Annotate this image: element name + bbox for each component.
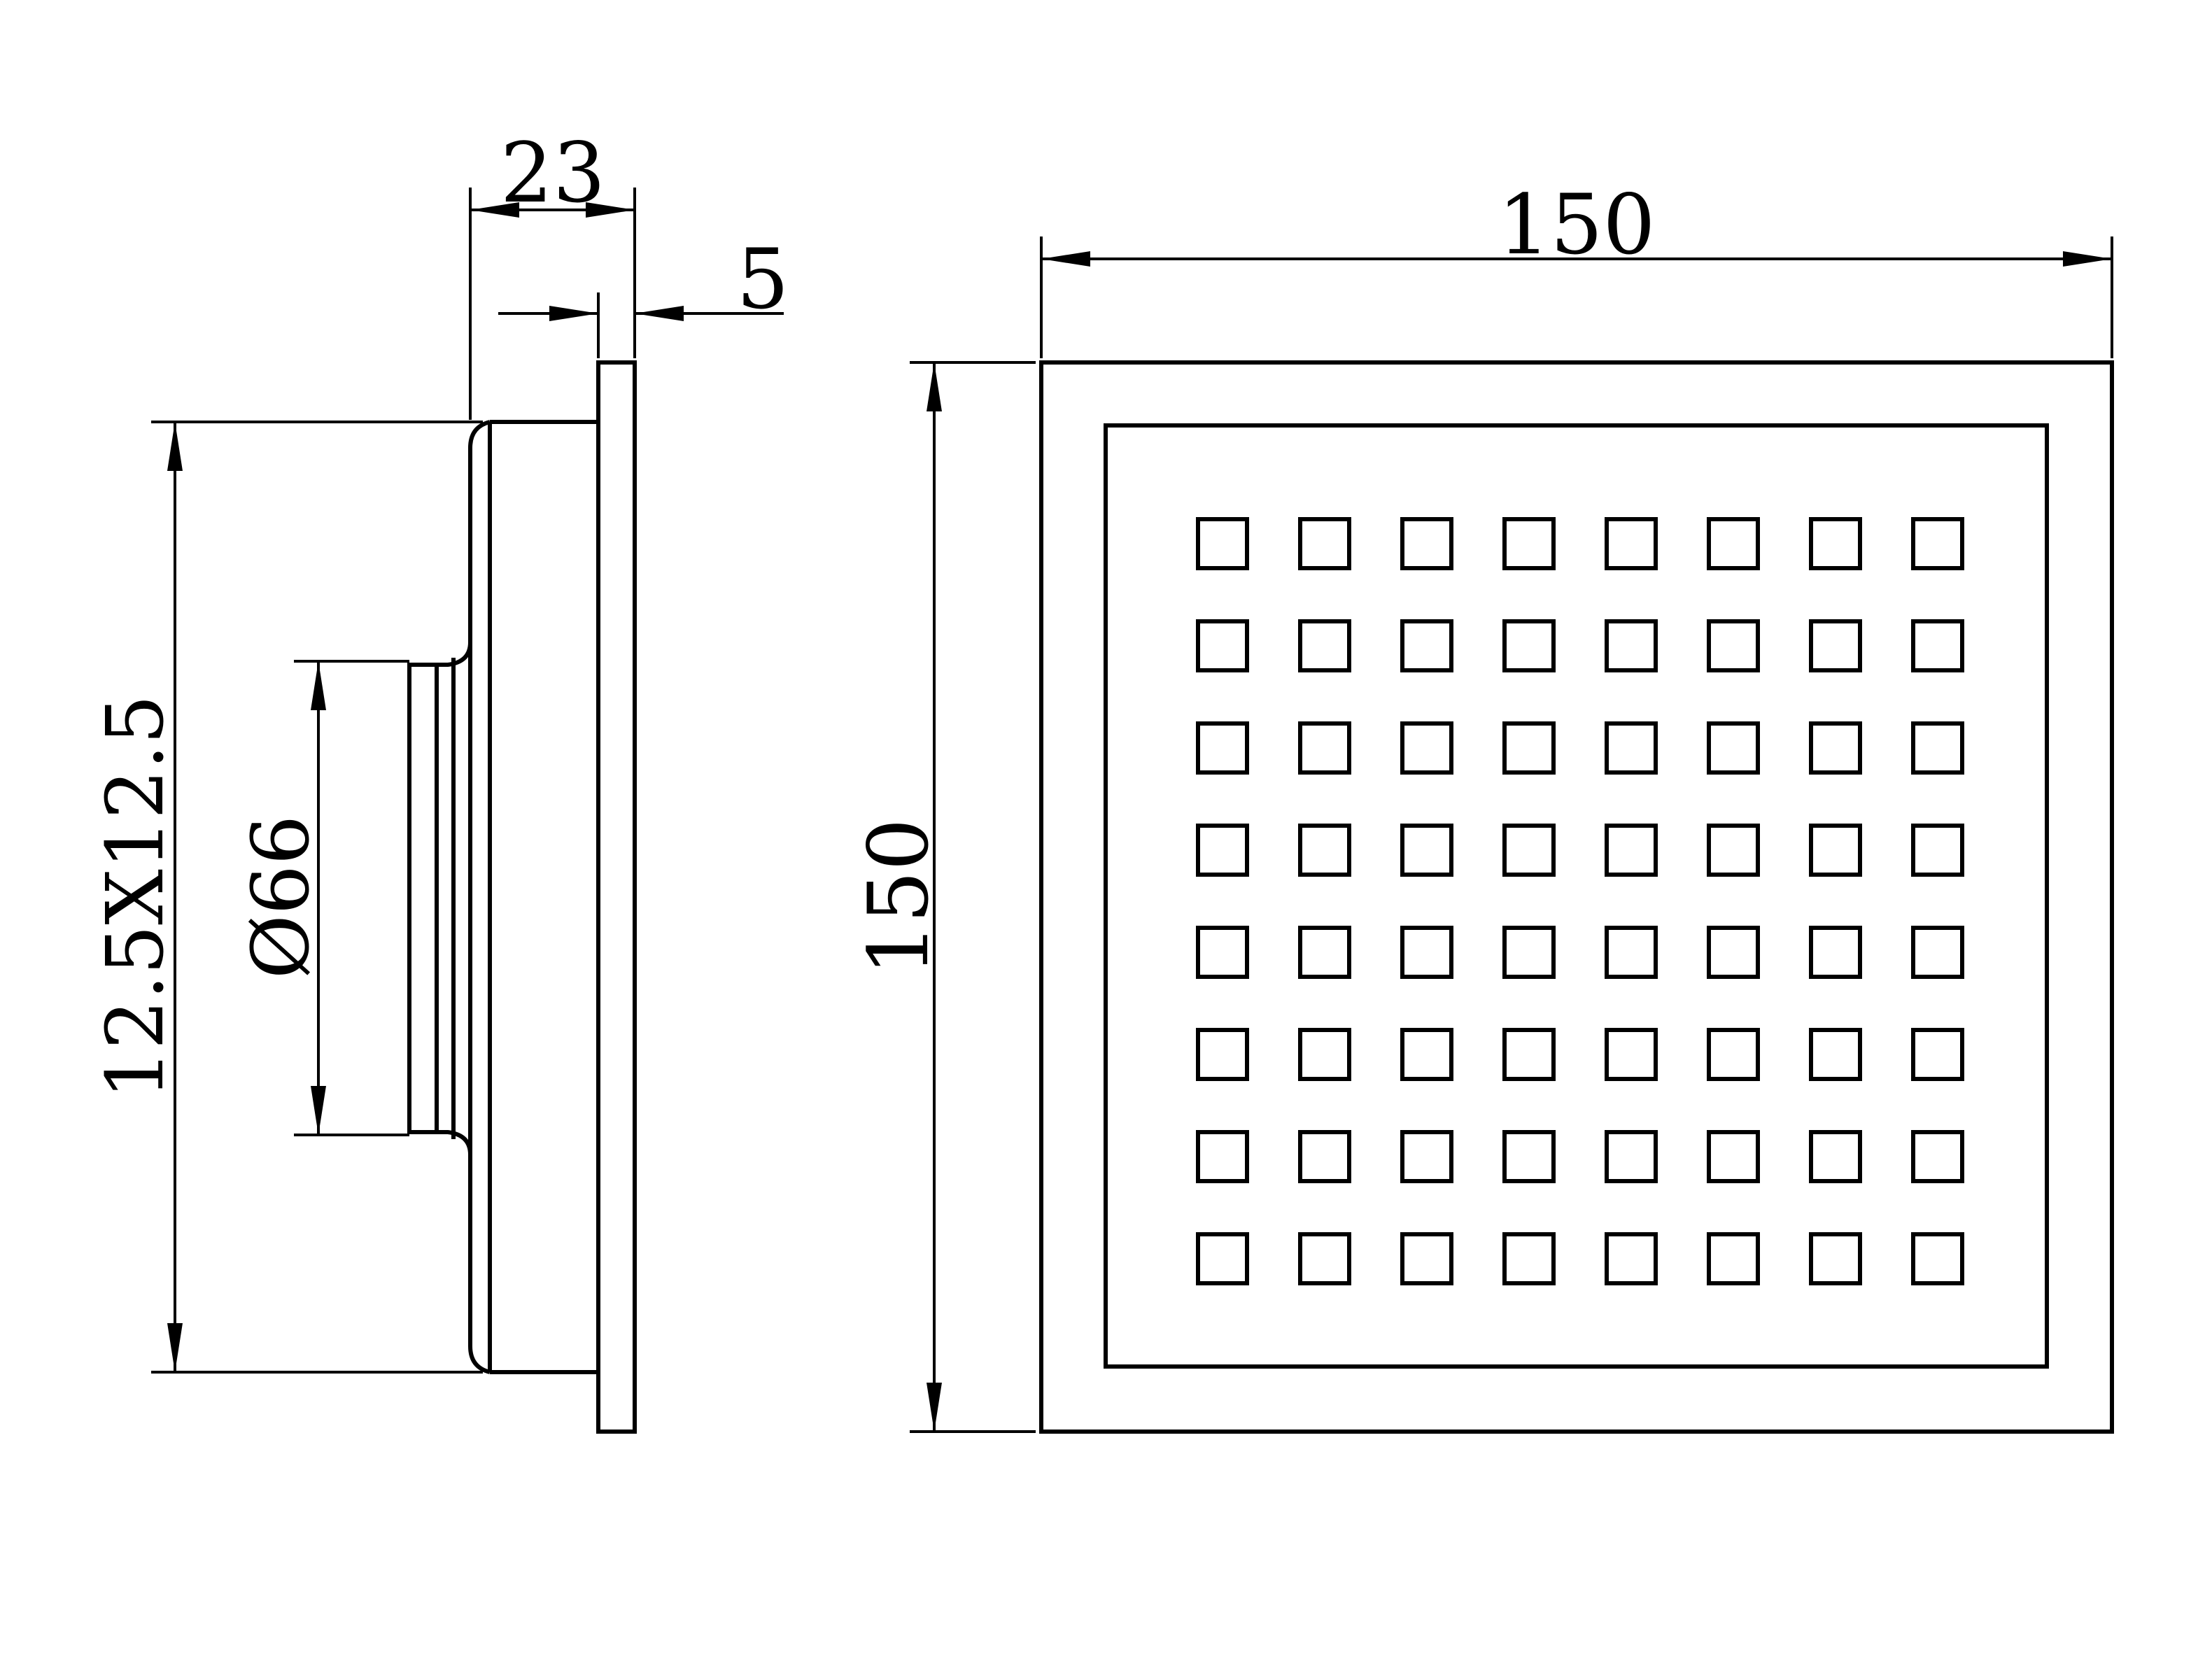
side-body-outer-profile [468, 420, 491, 1374]
grate-hole [1400, 1232, 1453, 1285]
grate-hole [1502, 824, 1556, 877]
grate-hole [1400, 1028, 1453, 1081]
grate-hole [1707, 1130, 1760, 1183]
grate-hole [1196, 926, 1249, 979]
grate-hole [1809, 721, 1862, 775]
grate-hole [1298, 926, 1351, 979]
grate-hole [1809, 1232, 1862, 1285]
grate-hole [1196, 1130, 1249, 1183]
grate-hole [1911, 824, 1964, 877]
grate-hole [1605, 721, 1658, 775]
grate-hole [1400, 619, 1453, 672]
dimension-grate-height: 150 [850, 361, 1036, 1433]
grate-hole [1605, 1028, 1658, 1081]
grate-hole [1809, 619, 1862, 672]
grate-hole [1911, 721, 1964, 775]
side-view: 23 5 12.5X12.5 Ø66 [90, 125, 789, 1434]
grate-hole [1298, 1130, 1351, 1183]
grate-hole [1707, 824, 1760, 877]
grate-hole [1298, 517, 1351, 570]
grate-hole [1400, 517, 1453, 570]
grate-hole [1502, 1028, 1556, 1081]
grate-hole [1707, 619, 1760, 672]
body-size-label: 12.5X12.5 [90, 695, 181, 1099]
grate-hole [1707, 926, 1760, 979]
grate-hole [1400, 1130, 1453, 1183]
grate-hole [1502, 1232, 1556, 1285]
grate-hole [1707, 721, 1760, 775]
grate-hole [1911, 517, 1964, 570]
grate-hole [1707, 1232, 1760, 1285]
grate-hole [1400, 926, 1453, 979]
front-view: 150 150 [850, 176, 2114, 1434]
grate-hole [1911, 1028, 1964, 1081]
grate-hole [1196, 721, 1249, 775]
grate-hole [1298, 1028, 1351, 1081]
grate-hole [1911, 619, 1964, 672]
flange-thickness-label: 5 [736, 231, 789, 327]
grate-hole [1707, 517, 1760, 570]
dimension-outlet-diameter: Ø66 [236, 660, 409, 1136]
dimension-flange-thickness: 5 [498, 231, 789, 358]
grate-hole [1707, 1028, 1760, 1081]
grate-hole [1911, 1232, 1964, 1285]
grate-hole [1605, 926, 1658, 979]
grate-hole [1502, 926, 1556, 979]
grate-hole [1196, 1232, 1249, 1285]
side-outlet-profile [407, 642, 472, 1155]
dimension-side-depth: 23 [469, 125, 636, 420]
grate-hole [1809, 824, 1862, 877]
grate-hole [1605, 1232, 1658, 1285]
grate-hole [1298, 1232, 1351, 1285]
grate-hole [1605, 619, 1658, 672]
grate-width-label: 150 [1498, 176, 1655, 273]
grate-hole [1502, 619, 1556, 672]
grate-hole [1911, 926, 1964, 979]
grate-hole [1502, 1130, 1556, 1183]
grate-height-label: 150 [850, 818, 947, 975]
grate-hole [1298, 619, 1351, 672]
grate-hole [1196, 1028, 1249, 1081]
grate-hole [1502, 721, 1556, 775]
grate-hole [1809, 1028, 1862, 1081]
grate-hole [1400, 721, 1453, 775]
side-depth-label: 23 [500, 125, 605, 221]
grate-hole-grid [1196, 517, 1964, 1285]
outlet-diameter-label: Ø66 [236, 815, 327, 979]
grate-hole [1809, 926, 1862, 979]
grate-hole [1298, 721, 1351, 775]
grate-hole [1196, 517, 1249, 570]
dimension-grate-width: 150 [1040, 176, 2113, 358]
grate-hole [1809, 1130, 1862, 1183]
grate-hole [1605, 517, 1658, 570]
dimension-body-size: 12.5X12.5 [90, 421, 483, 1374]
grate-hole [1298, 824, 1351, 877]
grate-hole [1400, 824, 1453, 877]
side-flange-plate [596, 360, 637, 1434]
grate-hole [1502, 517, 1556, 570]
grate-hole [1196, 824, 1249, 877]
grate-hole [1911, 1130, 1964, 1183]
grate-hole [1605, 1130, 1658, 1183]
grate-outer-frame [1039, 360, 2114, 1434]
grate-hole [1196, 619, 1249, 672]
grate-inner-frame [1104, 423, 2049, 1369]
grate-hole [1809, 517, 1862, 570]
grate-hole [1605, 824, 1658, 877]
